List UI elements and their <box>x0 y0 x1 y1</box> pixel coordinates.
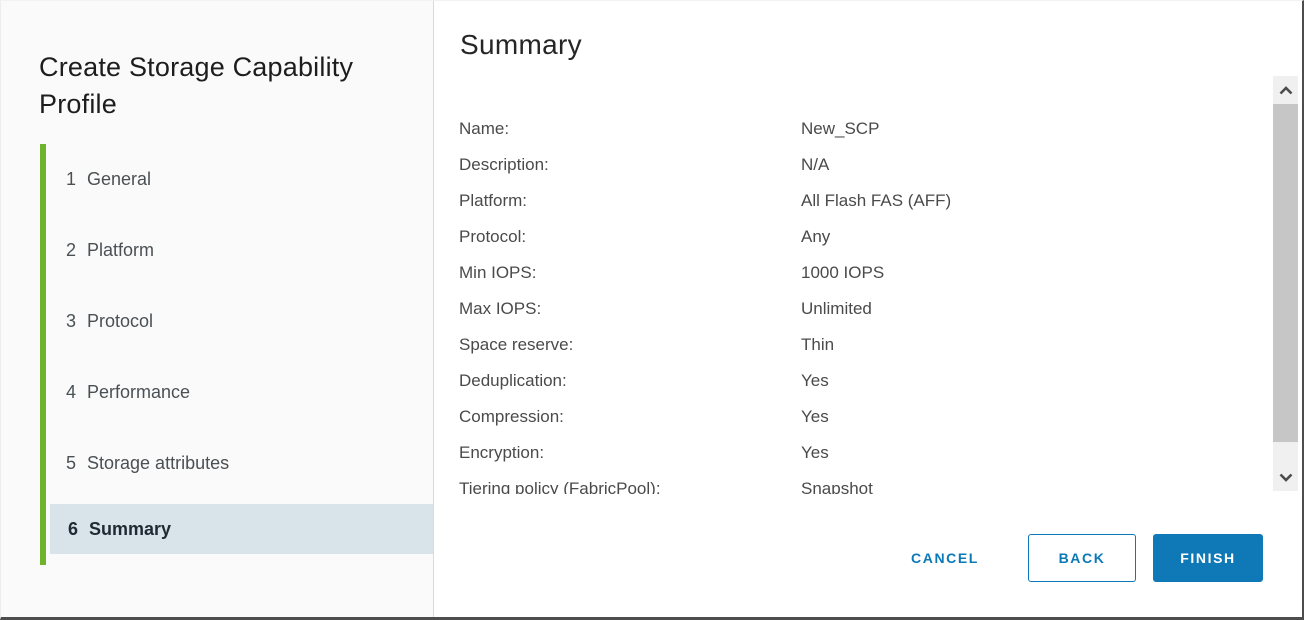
row-value: N/A <box>801 155 830 174</box>
row-value: Unlimited <box>801 299 872 318</box>
row-label: Space reserve: <box>459 335 574 354</box>
summary-row-max-iops: Max IOPS: Unlimited <box>459 291 1059 327</box>
scroll-up-button[interactable] <box>1273 76 1298 104</box>
summary-content: Name: New_SCP Description: N/A Platform:… <box>459 111 1059 494</box>
summary-row-tiering-policy: Tiering policy (FabricPool): Snapshot <box>459 471 1059 494</box>
row-label: Name: <box>459 119 510 138</box>
step-platform[interactable]: 2 Platform <box>1 236 433 264</box>
finish-button[interactable]: FINISH <box>1153 534 1263 582</box>
chevron-down-icon <box>1279 473 1292 482</box>
summary-panel: Summary Name: New_SCP Description: N/A P… <box>435 1 1302 617</box>
wizard-sidebar: Create Storage Capability Profile 1 Gener… <box>1 1 434 617</box>
row-value: Yes <box>801 443 829 462</box>
row-label: Encryption: <box>459 443 545 462</box>
row-label: Platform: <box>459 191 528 210</box>
step-number: 5 <box>66 453 77 473</box>
wizard-title: Create Storage Capability Profile <box>39 52 354 120</box>
row-label: Max IOPS: <box>459 299 542 318</box>
summary-row-space-reserve: Space reserve: Thin <box>459 327 1059 363</box>
step-number: 6 <box>68 519 79 539</box>
row-label: Protocol: <box>459 227 527 246</box>
row-label: Compression: <box>459 407 564 426</box>
row-value: Yes <box>801 371 829 390</box>
summary-row-min-iops: Min IOPS: 1000 IOPS <box>459 255 1059 291</box>
row-value: Yes <box>801 407 829 426</box>
row-value: All Flash FAS (AFF) <box>801 191 952 210</box>
step-label: General <box>87 169 152 189</box>
step-progress-bar <box>40 144 46 565</box>
summary-row-protocol: Protocol: Any <box>459 219 1059 255</box>
summary-row-platform: Platform: All Flash FAS (AFF) <box>459 183 1059 219</box>
step-summary-active[interactable]: 6 Summary <box>50 504 433 554</box>
step-label: Storage attributes <box>87 453 230 473</box>
vertical-scrollbar[interactable] <box>1273 76 1298 491</box>
step-general[interactable]: 1 General <box>1 165 433 193</box>
step-number: 4 <box>66 382 77 402</box>
page-title: Summary <box>460 29 582 60</box>
chevron-up-icon <box>1279 85 1292 94</box>
row-value: Thin <box>801 335 835 354</box>
row-value: Any <box>801 227 831 246</box>
summary-row-deduplication: Deduplication: Yes <box>459 363 1059 399</box>
summary-row-description: Description: N/A <box>459 147 1059 183</box>
scroll-down-button[interactable] <box>1273 463 1298 491</box>
summary-row-encryption: Encryption: Yes <box>459 435 1059 471</box>
step-label: Summary <box>89 519 172 539</box>
step-label: Protocol <box>87 311 154 331</box>
back-button[interactable]: BACK <box>1028 534 1136 582</box>
summary-row-compression: Compression: Yes <box>459 399 1059 435</box>
step-number: 3 <box>66 311 77 331</box>
row-label: Deduplication: <box>459 371 567 390</box>
step-label: Performance <box>87 382 191 402</box>
step-label: Platform <box>87 240 155 260</box>
step-protocol[interactable]: 3 Protocol <box>1 307 433 335</box>
step-number: 2 <box>66 240 77 260</box>
summary-row-name: Name: New_SCP <box>459 111 1059 147</box>
row-label: Tiering policy (FabricPool): <box>459 479 661 494</box>
cancel-button[interactable]: CANCEL <box>890 534 1000 582</box>
step-storage-attributes[interactable]: 5 Storage attributes <box>1 449 433 477</box>
step-performance[interactable]: 4 Performance <box>1 378 433 406</box>
row-label: Description: <box>459 155 549 174</box>
row-value: Snapshot <box>801 479 873 494</box>
row-value: 1000 IOPS <box>801 263 885 282</box>
row-label: Min IOPS: <box>459 263 537 282</box>
row-value: New_SCP <box>801 119 880 138</box>
scrollbar-thumb[interactable] <box>1273 104 1298 442</box>
step-number: 1 <box>66 169 77 189</box>
